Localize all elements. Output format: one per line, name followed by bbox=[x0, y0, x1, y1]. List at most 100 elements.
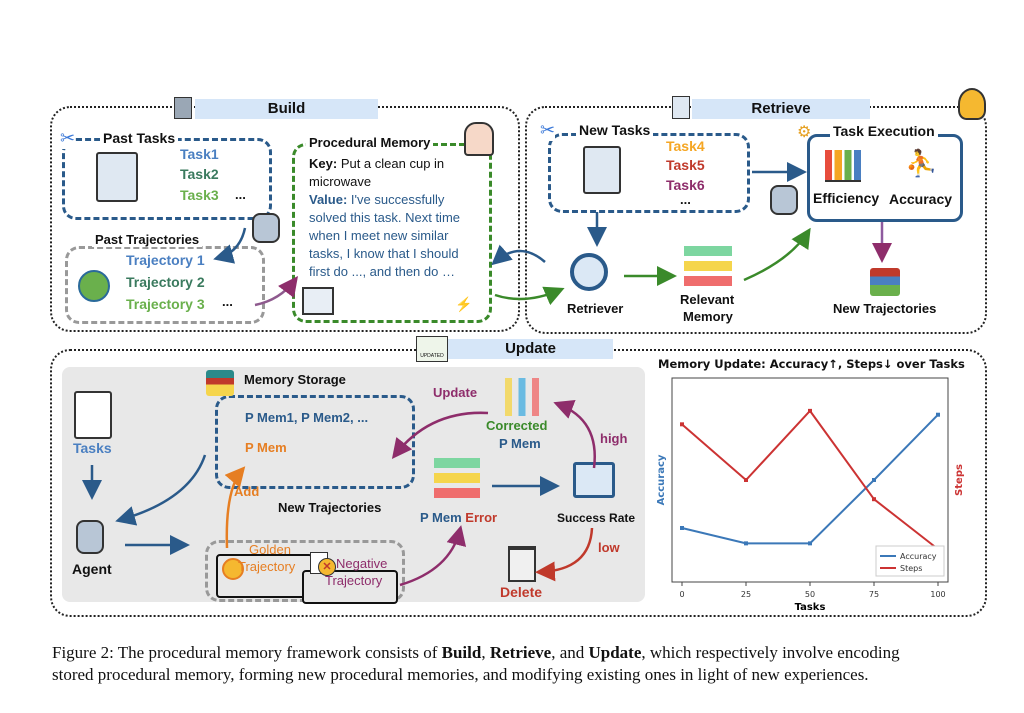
caption-update: Update bbox=[588, 643, 642, 662]
new-memory-item: P Mem bbox=[245, 440, 287, 455]
delete-label: Delete bbox=[500, 584, 543, 600]
low-label: low bbox=[598, 540, 620, 555]
caption-rest-1: , which respectively involve encoding bbox=[641, 643, 900, 662]
golden-trajectory-line-1: Golden bbox=[249, 542, 291, 557]
figure-caption: Figure 2: The procedural memory framewor… bbox=[52, 642, 1002, 686]
caption-sep: , bbox=[481, 643, 490, 662]
arrow-relevant-to-execution bbox=[743, 227, 811, 282]
books-graduation-cap-icon bbox=[206, 370, 234, 396]
past-tasks-ellipsis: ... bbox=[235, 187, 246, 202]
x-tick-label: 0 bbox=[679, 590, 684, 599]
robot-icon bbox=[252, 213, 280, 243]
new-trajectories-label: New Trajectories bbox=[833, 301, 937, 316]
robot-icon bbox=[770, 185, 798, 215]
data-point-accuracy bbox=[744, 541, 748, 546]
arrow-retriever-to-memory bbox=[491, 244, 546, 266]
task-execution-title: Task Execution bbox=[830, 123, 938, 139]
data-point-steps bbox=[872, 497, 876, 502]
building-crane-icon bbox=[174, 97, 192, 119]
past-trajectory-3: Trajectory 3 bbox=[126, 296, 205, 312]
past-trajectories-box bbox=[65, 246, 265, 324]
retriever-database-icon bbox=[570, 253, 608, 291]
legend-label: Steps bbox=[900, 564, 922, 573]
tools-icon: ✂ bbox=[540, 120, 556, 141]
accuracy-label: Accuracy bbox=[889, 191, 953, 207]
data-point-steps bbox=[808, 408, 812, 413]
series-line-accuracy bbox=[681, 414, 939, 545]
caption-build: Build bbox=[441, 643, 482, 662]
retriever-label: Retriever bbox=[567, 301, 624, 316]
efficiency-label: Efficiency bbox=[813, 190, 880, 206]
p-mem-error-label: P Mem Error bbox=[420, 510, 498, 525]
past-trajectories-ellipsis: ... bbox=[222, 294, 233, 309]
series-line-steps bbox=[681, 409, 939, 550]
memory-storage-title: Memory Storage bbox=[244, 372, 346, 387]
data-point-steps bbox=[744, 478, 748, 482]
clipboard-stopwatch-icon bbox=[583, 146, 621, 194]
clipboard-stopwatch-icon bbox=[74, 391, 112, 439]
new-trajectories-title: New Trajectories bbox=[278, 500, 382, 515]
arrow-low bbox=[535, 527, 594, 582]
arrow-high bbox=[553, 400, 596, 469]
update-title: Update bbox=[448, 339, 613, 359]
arrow-robot-to-trajectories bbox=[213, 227, 247, 264]
arrow-add bbox=[224, 466, 246, 549]
trash-icon bbox=[508, 546, 536, 582]
clipboard-icon bbox=[96, 152, 138, 202]
globe-icon bbox=[78, 270, 110, 302]
data-point-accuracy bbox=[680, 526, 684, 530]
past-task-2: Task2 bbox=[180, 166, 219, 182]
memory-storage-box bbox=[215, 395, 415, 489]
new-task-6: Task6 bbox=[666, 177, 705, 193]
success-rate-label: Success Rate bbox=[557, 511, 636, 525]
y-axis-label-right: Steps bbox=[954, 464, 965, 496]
new-tasks-ellipsis: ... bbox=[680, 192, 691, 207]
x-tick-label: 100 bbox=[930, 590, 945, 599]
gears-icon: ⚙ bbox=[797, 124, 812, 141]
caption-prefix: Figure 2: The procedural memory framewor… bbox=[52, 643, 442, 662]
data-point-accuracy bbox=[808, 541, 812, 546]
memory-items: P Mem1, P Mem2, ... bbox=[245, 410, 369, 425]
reject-x-icon: ✕ bbox=[318, 558, 336, 576]
memory-value-line-1: Value: I've successfully bbox=[309, 192, 445, 207]
high-label: high bbox=[600, 431, 628, 446]
tools-icon: ✂ bbox=[60, 128, 76, 149]
negative-trajectory-card bbox=[302, 570, 398, 604]
books-graduation-cap-icon bbox=[870, 268, 900, 296]
tasks-label: Tasks bbox=[73, 440, 112, 456]
new-task-5: Task5 bbox=[666, 157, 705, 173]
memory-value-line-3: when I meet new similar bbox=[309, 228, 449, 243]
qc-clipboard-icon bbox=[672, 96, 690, 119]
caption-rest-2: stored procedural memory, forming new pr… bbox=[52, 665, 869, 684]
new-tasks-title: New Tasks bbox=[576, 122, 654, 138]
x-tick-label: 25 bbox=[741, 590, 751, 599]
bar-chart-growth-icon bbox=[825, 150, 861, 182]
document-search-icon bbox=[302, 287, 334, 315]
updated-icon: UPDATED bbox=[416, 336, 448, 362]
workflow-icon bbox=[684, 246, 732, 286]
relevant-memory-line-1: Relevant bbox=[680, 292, 735, 307]
memory-value-line-4: tasks, I know that I should bbox=[309, 246, 459, 261]
arrow-negative-to-error bbox=[399, 525, 467, 587]
golden-trajectory-line-2: Trajectory bbox=[238, 559, 296, 574]
negative-trajectory-line-1: Negative bbox=[336, 556, 388, 571]
lightning-icon: ⚡ bbox=[455, 296, 473, 312]
data-point-steps bbox=[680, 422, 684, 427]
medal-icon bbox=[222, 558, 244, 580]
past-trajectories-title: Past Trajectories bbox=[92, 232, 203, 247]
memory-value-line-5: first do ..., and then do … bbox=[309, 264, 455, 279]
procedural-memory-title: Procedural Memory bbox=[306, 135, 434, 150]
memory-value-line-2: solved this task. Next time bbox=[309, 210, 460, 225]
climbing-person-icon: ⛹ bbox=[905, 148, 938, 178]
chart-title: Memory Update: Accuracy↑, Steps↓ over Ta… bbox=[658, 357, 965, 371]
past-task-3: Task3 bbox=[180, 187, 219, 203]
x-tick-label: 50 bbox=[805, 590, 815, 599]
lightbulb-gear-icon bbox=[958, 88, 986, 120]
retrieve-title: Retrieve bbox=[692, 99, 870, 119]
x-tick-label: 75 bbox=[869, 590, 879, 599]
data-point-accuracy bbox=[872, 478, 876, 482]
workflow-icon bbox=[434, 458, 480, 498]
arrow-trajectories-to-memory bbox=[254, 276, 299, 307]
